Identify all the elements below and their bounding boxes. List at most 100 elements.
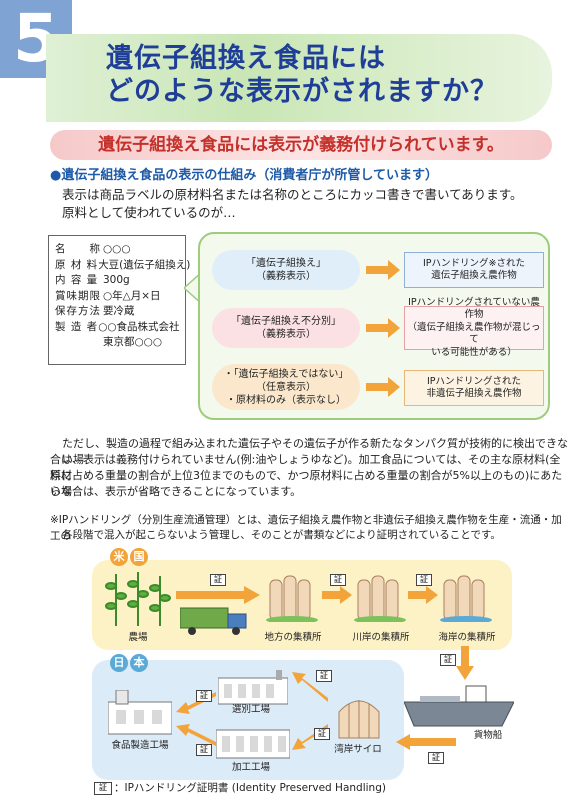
label-key: 保存方法 (55, 305, 101, 317)
note-line: 合は、表示は義務付けられていません(例:油やしょうゆなど)。加工食品については、… (50, 453, 561, 482)
right-arrow-icon (408, 586, 438, 604)
box-text: 遺伝子組換え農作物 (431, 270, 517, 281)
label-key: 内 容 量 (55, 274, 99, 286)
title-line-1: 遺伝子組換え食品には (106, 43, 386, 74)
label-value: 大豆(遺伝子組換え) (98, 258, 191, 271)
title-band (46, 34, 552, 122)
label-row: 内 容 量 300g (55, 273, 179, 289)
right-arrow-icon (366, 318, 400, 338)
label-value: ○○食品株式会社 (98, 320, 180, 333)
place-label: 地方の集積所 (264, 632, 322, 643)
label-row: 原 材 料大豆(遺伝子組換え) (55, 258, 190, 274)
oval-text: 「遺伝子組換え不分別」 (231, 316, 341, 327)
label-key: 製 造 者 (55, 320, 99, 333)
box-text: （遺伝子組換え農作物が混じって (407, 321, 541, 346)
section-text-line-2: 原料として使われているのが… (62, 205, 236, 220)
crop-type-box: IPハンドリング※された 遺伝子組換え農作物 (404, 252, 544, 288)
right-arrow-icon (366, 260, 400, 280)
country-tag: 国 (130, 548, 148, 566)
certificate-icon: 証 (196, 744, 212, 756)
label-type-oval: 「遺伝子組換え」 （義務表示） (212, 250, 360, 290)
note-line: ただし、製造の過程で組み込まれた遺伝子やその遺伝子が作る新たなタンパク質が技術的… (62, 437, 568, 466)
up-left-arrow-icon (176, 724, 216, 746)
note-line: い場合は、表示が省略できることになっています。 (50, 485, 302, 498)
certificate-icon: 証 (440, 654, 456, 666)
place-label: 湾岸サイロ (334, 744, 382, 755)
right-arrow-icon (366, 377, 400, 397)
certificate-icon: 証 (314, 728, 330, 740)
label-value: 要冷蔵 (103, 305, 135, 317)
label-value: ○年△月×日 (103, 289, 161, 302)
ip-note-line: 各段階で混入が起こらないよう管理し、そのことが書類などにより証明されていることで… (62, 529, 501, 541)
crop-type-box: IPハンドリングされていない農作物 （遺伝子組換え農作物が混じって いる可能性が… (404, 297, 544, 358)
place-label: 加工工場 (231, 762, 270, 773)
box-text: IPハンドリングされた (426, 375, 522, 387)
country-tag: 米 (110, 548, 128, 566)
label-key: 賞味期限 (55, 289, 101, 302)
label-key (55, 335, 103, 351)
right-arrow-icon (176, 586, 260, 604)
right-arrow-icon (322, 586, 352, 604)
label-key: 原 材 料 (55, 258, 99, 271)
label-value: ○○○ (103, 243, 131, 255)
country-tag: 本 (130, 654, 148, 672)
food-factory-icon (108, 690, 172, 735)
crop-type-box: IPハンドリングされた 非遺伝子組換え農作物 (404, 370, 544, 406)
oval-text: ・「遺伝子組換えではない」 (223, 368, 349, 380)
section-heading: ●遺伝子組換え食品の表示の仕組み（消費者庁が所管しています） (50, 168, 438, 183)
place-label: 農場 (128, 632, 148, 643)
factory-icon (218, 670, 288, 705)
label-type-oval: 「遺伝子組換え不分別」 （義務表示） (212, 308, 360, 348)
section-text-line-1: 表示は商品ラベルの原材料名または名称のところにカッコ書きで書いてあります。 (62, 187, 523, 202)
label-row: 製 造 者○○食品株式会社 (55, 320, 180, 336)
certificate-icon: 証 (210, 574, 226, 586)
oval-text: 「遺伝子組換え」 (246, 258, 326, 269)
cargo-ship-icon (404, 685, 514, 727)
title-line-2: どのような表示がされますか？ (106, 76, 498, 107)
down-arrow-icon (456, 646, 474, 680)
box-text: IPハンドリング※された (423, 257, 525, 269)
factory-icon (216, 729, 290, 759)
certificate-icon: 証 (196, 690, 212, 702)
oval-text: （義務表示） (256, 329, 316, 340)
certificate-icon: 証 (316, 670, 332, 682)
box-text: いる可能性がある） (431, 346, 517, 358)
label-row: 名 称○○○ (55, 242, 179, 258)
label-value: 300g (103, 274, 130, 286)
label-value: 東京都○○○ (103, 336, 162, 348)
bay-silo-icon (338, 700, 380, 739)
note-line: 料に占める重量の割合が上位3位までのもので、かつ原材料に占める重量の割合が5%以… (50, 469, 563, 498)
silo-icon (440, 575, 492, 622)
label-key: 名 称 (55, 243, 101, 255)
box-text: 非遺伝子組換え農作物 (426, 388, 522, 399)
oval-text: ・原材料のみ（表示なし） (226, 394, 346, 406)
product-label: 名 称○○○ 原 材 料大豆(遺伝子組換え) 内 容 量 300g 賞味期限○年△… (48, 235, 190, 365)
place-label: 海岸の集積所 (438, 632, 496, 643)
ip-note-line: ※IPハンドリング（分別生産流通管理）とは、遺伝子組換え農作物と非遺伝子組換え農… (50, 514, 562, 542)
place-label: 食品製造工場 (111, 740, 169, 751)
label-connector (184, 270, 202, 306)
country-tag: 日 (110, 654, 128, 672)
label-system-diagram: 「遺伝子組換え」 （義務表示） IPハンドリング※された 遺伝子組換え農作物 「… (198, 232, 550, 420)
oval-text: （任意表示） (256, 381, 316, 393)
up-left-arrow-icon (292, 672, 328, 702)
certificate-icon: 証 (94, 782, 112, 795)
label-row: 保存方法要冷蔵 (55, 304, 179, 320)
subtitle-band (50, 130, 552, 160)
label-row: 賞味期限○年△月×日 (55, 289, 179, 305)
place-label: 川岸の集積所 (352, 632, 410, 643)
certificate-icon: 証 (428, 752, 444, 764)
subtitle: 遺伝子組換え食品には表示が義務付けられています。 (98, 135, 504, 155)
left-arrow-icon (396, 734, 456, 750)
silo-icon (354, 575, 406, 622)
place-label: 選別工場 (231, 704, 270, 715)
label-type-oval: ・「遺伝子組換えではない」 （任意表示） ・原材料のみ（表示なし） (212, 364, 360, 410)
legend-text: ：IPハンドリング証明書 (Identity Preserved Handlin… (114, 782, 386, 794)
truck-icon (180, 607, 247, 635)
label-row: 東京都○○○ (55, 335, 179, 351)
place-label: 貨物船 (473, 730, 503, 741)
page-title: 遺伝子組換え食品には どのような表示がされますか？ (106, 42, 546, 108)
silo-icon (266, 575, 318, 622)
soybean-plant-icon (105, 572, 171, 626)
oval-text: （義務表示） (256, 271, 316, 282)
